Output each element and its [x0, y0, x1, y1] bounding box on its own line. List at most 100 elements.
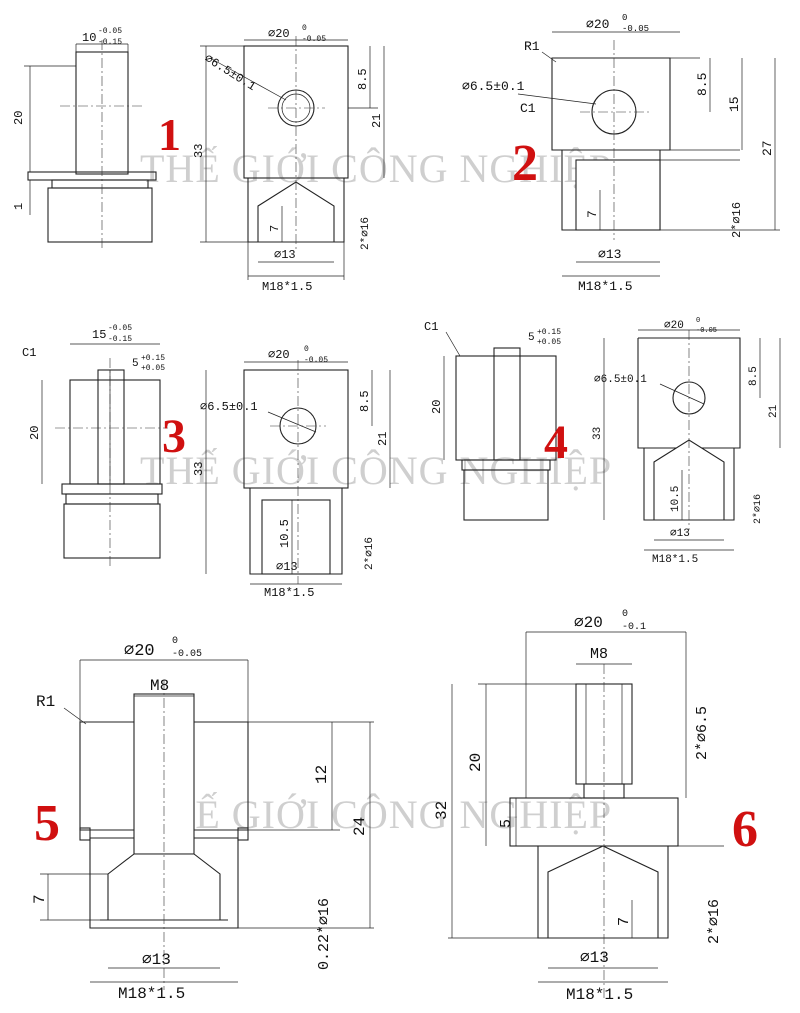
- d6-stud-dia: 2*⌀6.5: [694, 706, 711, 760]
- d1b-thread: M18*1.5: [262, 280, 312, 294]
- d1b-bore: ⌀13: [274, 248, 296, 262]
- d5-total: 24: [351, 817, 369, 836]
- d2-tol-lower: -0.05: [622, 24, 649, 34]
- d6-stud: M8: [590, 646, 608, 663]
- d3b-thread: M18*1.5: [264, 586, 314, 600]
- d1b-tol-lower: -0.05: [302, 35, 326, 44]
- d4-chamfer: C1: [424, 320, 438, 334]
- d3b-tol-lower: -0.05: [304, 356, 328, 365]
- d3-w-tol-upper: -0.05: [108, 324, 132, 333]
- d1b-h1: 8.5: [356, 68, 370, 90]
- drawing-3-side-view: C1 15 -0.05 -0.15 5 +0.15 +0.05 20 3: [22, 324, 186, 566]
- d3b-h2: 21: [376, 432, 390, 446]
- d4b-tol-lower: -0.05: [696, 327, 717, 335]
- d1-tol-upper: -0.05: [98, 27, 122, 36]
- d1-shoulder: 1: [12, 203, 26, 210]
- d6-collar: 5: [498, 819, 515, 828]
- d6-bore: ⌀13: [580, 949, 609, 967]
- d5-radius: R1: [36, 693, 55, 711]
- d1b-tol-upper: 0: [302, 24, 307, 33]
- d4b-thread: M18*1.5: [652, 554, 698, 566]
- d2-h2: 15: [727, 96, 742, 112]
- d6-depth: 7: [616, 917, 633, 926]
- drawing-2-section-view: ⌀20 0 -0.05 R1 ⌀6.5±0.1 C1 8.5 15 27 7 2…: [462, 13, 780, 294]
- d2-dia: ⌀20: [586, 17, 609, 32]
- d5-tol-upper: 0: [172, 636, 178, 647]
- d4-s-tol-upper: +0.15: [537, 328, 561, 337]
- d6-h1: 20: [467, 753, 485, 772]
- d3b-depth: 10.5: [278, 519, 292, 548]
- d4-height: 20: [430, 400, 444, 414]
- part-number-6: 6: [732, 801, 758, 858]
- drawing-5-section-view: ⌀20 0 -0.05 M8 R1 12 24 0.22*⌀16 7 ⌀13 M…: [31, 636, 374, 1003]
- d3-chamfer: C1: [22, 346, 36, 360]
- d5-depth: 7: [31, 894, 49, 904]
- drawing-4-section-view: ⌀20 0 -0.05 ⌀6.5±0.1 8.5 21 33 10.5 2*⌀1…: [592, 317, 781, 566]
- d4b-flats: 2*⌀16: [752, 494, 764, 524]
- d3-s-tol-lower: +0.05: [141, 364, 165, 373]
- d2-depth: 7: [585, 210, 600, 218]
- d2-flats: 2*⌀16: [730, 202, 744, 238]
- d4-slot: 5: [528, 332, 535, 344]
- drawing-3-section-view: ⌀20 0 -0.05 ⌀6.5±0.1 8.5 21 33 10.5 2*⌀1…: [192, 345, 391, 600]
- d4b-bore: ⌀13: [670, 528, 690, 540]
- d5-inner-thread: M8: [150, 677, 169, 695]
- d5-bore: ⌀13: [142, 951, 171, 969]
- d6-thread: M18*1.5: [566, 986, 633, 1004]
- d2-total: 27: [760, 140, 775, 156]
- part-number-4: 4: [544, 416, 568, 469]
- d4b-total: 33: [592, 427, 604, 440]
- d4-s-tol-lower: +0.05: [537, 338, 561, 347]
- drawing-1-side-view: 10 -0.05 -0.15 20 1 1: [12, 27, 181, 250]
- d4b-h1: 8.5: [748, 366, 760, 386]
- d5-dia: ⌀20: [124, 642, 155, 661]
- d6-tol-lower: -0.1: [622, 622, 646, 633]
- d3-slot: 5: [132, 358, 139, 370]
- d1-height: 20: [12, 111, 26, 125]
- part-number-5: 5: [34, 795, 60, 852]
- d1b-total: 33: [192, 144, 206, 158]
- d4b-tol-upper: 0: [696, 317, 700, 325]
- d6-dia: ⌀20: [574, 614, 603, 632]
- d2-hole: ⌀6.5±0.1: [462, 79, 525, 94]
- d2-radius: R1: [524, 39, 540, 54]
- d4b-depth: 10.5: [670, 486, 682, 512]
- d1b-flats: 2*⌀16: [360, 217, 372, 250]
- d3b-dia: ⌀20: [268, 348, 290, 362]
- d5-h1: 12: [313, 765, 331, 784]
- d3b-tol-upper: 0: [304, 345, 309, 354]
- svg-text:10: 10: [82, 31, 96, 45]
- d1-width: 10: [82, 31, 96, 45]
- d1b-hole: ⌀6.5±0.1: [202, 52, 258, 94]
- d1-tol-lower: -0.15: [98, 38, 122, 47]
- d3b-hole: ⌀6.5±0.1: [200, 400, 258, 414]
- d5-flats: 0.22*⌀16: [316, 898, 333, 970]
- d2-chamfer: C1: [520, 101, 536, 116]
- d5-tol-lower: -0.05: [172, 649, 202, 660]
- d3b-bore: ⌀13: [276, 560, 298, 574]
- d3b-h1: 8.5: [358, 390, 372, 412]
- drawing-4-side-view: C1 5 +0.15 +0.05 20 4: [424, 320, 568, 521]
- part-number-2: 2: [512, 135, 538, 192]
- d3b-flats: 2*⌀16: [364, 537, 376, 570]
- d4b-dia: ⌀20: [664, 320, 684, 332]
- drawing-6-section-view: ⌀20 0 -0.1 M8 2*⌀6.5 20 32 5 7 2*⌀16 ⌀13…: [433, 609, 758, 1004]
- d5-thread: M18*1.5: [118, 985, 185, 1003]
- d3-height: 20: [28, 426, 42, 440]
- d1b-h2: 21: [370, 114, 384, 128]
- d2-h1: 8.5: [695, 73, 710, 96]
- d3-s-tol-upper: +0.15: [141, 354, 165, 363]
- d3b-total: 33: [192, 462, 206, 476]
- d4b-h2: 21: [768, 404, 780, 418]
- part-number-3: 3: [162, 410, 186, 463]
- d2-bore: ⌀13: [598, 247, 621, 262]
- d1b-dia: ⌀20: [268, 27, 290, 41]
- d2-tol-upper: 0: [622, 13, 627, 23]
- d2-thread: M18*1.5: [578, 279, 633, 294]
- watermark-1: THẾ GIỚI CÔNG NGHIỆP: [140, 146, 612, 191]
- d4b-hole: ⌀6.5±0.1: [594, 374, 647, 386]
- d6-total: 32: [433, 801, 451, 820]
- d6-flats: 2*⌀16: [706, 899, 723, 944]
- part-number-1: 1: [158, 109, 181, 160]
